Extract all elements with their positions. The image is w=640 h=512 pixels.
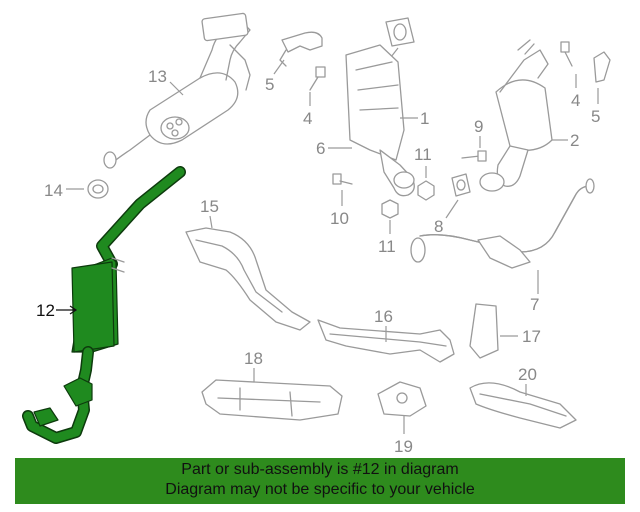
part-19-mount <box>377 381 427 417</box>
part-12-muffler-assembly <box>22 166 186 444</box>
exhaust-parts-diagram: 13 5 3 4 1 6 4 5 <box>22 12 611 456</box>
part-3-gasket <box>385 17 415 47</box>
callout-19[interactable]: 19 <box>394 437 413 456</box>
part-11-nut-lower <box>381 199 399 219</box>
part-9-bolt <box>461 150 487 162</box>
callout-12[interactable]: 12 <box>36 301 55 320</box>
callout-4-mid[interactable]: 4 <box>303 109 312 128</box>
part-5-bracket-right <box>593 51 611 83</box>
callout-5-top[interactable]: 5 <box>265 75 274 94</box>
part-7-pipe <box>410 178 595 269</box>
part-2-catalytic-converter <box>479 39 553 192</box>
leader-15 <box>209 215 213 229</box>
callout-18[interactable]: 18 <box>244 349 263 368</box>
callout-1[interactable]: 1 <box>420 109 429 128</box>
callout-5-right[interactable]: 5 <box>591 107 600 126</box>
callout-10[interactable]: 10 <box>330 209 349 228</box>
callout-2[interactable]: 2 <box>570 131 579 150</box>
part-20-heat-shield <box>469 382 577 429</box>
callout-11-top[interactable]: 11 <box>414 145 432 164</box>
callout-20[interactable]: 20 <box>518 365 537 384</box>
callout-9[interactable]: 9 <box>474 117 483 136</box>
leader-12 <box>56 305 78 315</box>
callout-8[interactable]: 8 <box>434 217 443 236</box>
part-15-heat-shield <box>185 227 311 331</box>
part-18-heat-shield <box>201 379 343 421</box>
info-banner: Part or sub-assembly is #12 in diagram D… <box>15 458 625 504</box>
callout-15[interactable]: 15 <box>200 197 219 216</box>
banner-line-2: Diagram may not be specific to your vehi… <box>165 481 475 498</box>
callout-4-right[interactable]: 4 <box>571 91 580 110</box>
callout-6[interactable]: 6 <box>316 139 325 158</box>
banner-line-1: Part or sub-assembly is #12 in diagram <box>181 461 459 478</box>
part-10-bolt <box>332 173 353 185</box>
part-4-bolt <box>309 66 326 91</box>
part-11-nut <box>417 180 435 201</box>
part-17-bracket <box>469 303 499 359</box>
callout-14[interactable]: 14 <box>44 181 63 200</box>
part-1-catalytic-converter <box>345 44 415 197</box>
leader-8 <box>445 199 459 219</box>
callout-17[interactable]: 17 <box>522 327 541 346</box>
callout-11-bottom[interactable]: 11 <box>378 237 396 256</box>
part-5-bracket <box>279 31 323 67</box>
callout-13[interactable]: 13 <box>148 67 167 86</box>
part-14-clamp <box>87 179 109 199</box>
callout-7[interactable]: 7 <box>530 295 539 314</box>
part-4-bolt-right <box>560 41 573 67</box>
callout-16[interactable]: 16 <box>374 307 393 326</box>
part-13-muffler <box>103 12 251 169</box>
leader-13 <box>169 81 184 96</box>
part-8-gasket <box>451 173 471 197</box>
leader-5-top <box>273 59 285 75</box>
